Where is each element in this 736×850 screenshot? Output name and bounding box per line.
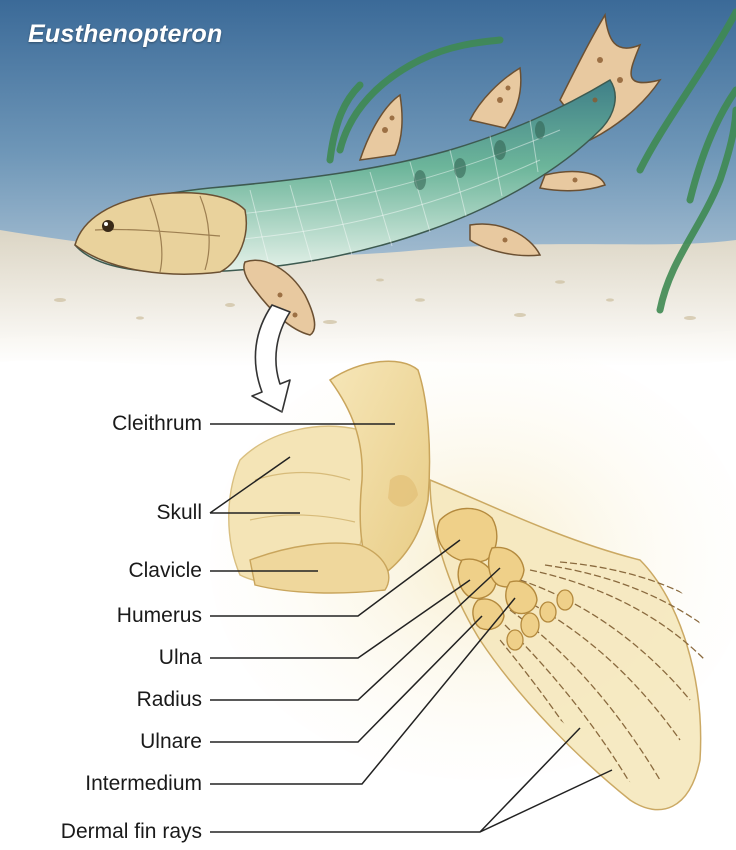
label-cleithrum: Cleithrum [112, 412, 202, 436]
label-humerus: Humerus [117, 604, 202, 628]
label-skull: Skull [156, 501, 202, 525]
label-clavicle: Clavicle [128, 559, 202, 583]
label-intermedium: Intermedium [85, 772, 202, 796]
fish-eye [102, 220, 114, 232]
label-ulna: Ulna [159, 646, 202, 670]
label-ulnare: Ulnare [140, 730, 202, 754]
species-title: Eusthenopteron [28, 20, 222, 49]
label-dermal-fin-rays: Dermal fin rays [61, 820, 202, 844]
label-radius: Radius [137, 688, 202, 712]
